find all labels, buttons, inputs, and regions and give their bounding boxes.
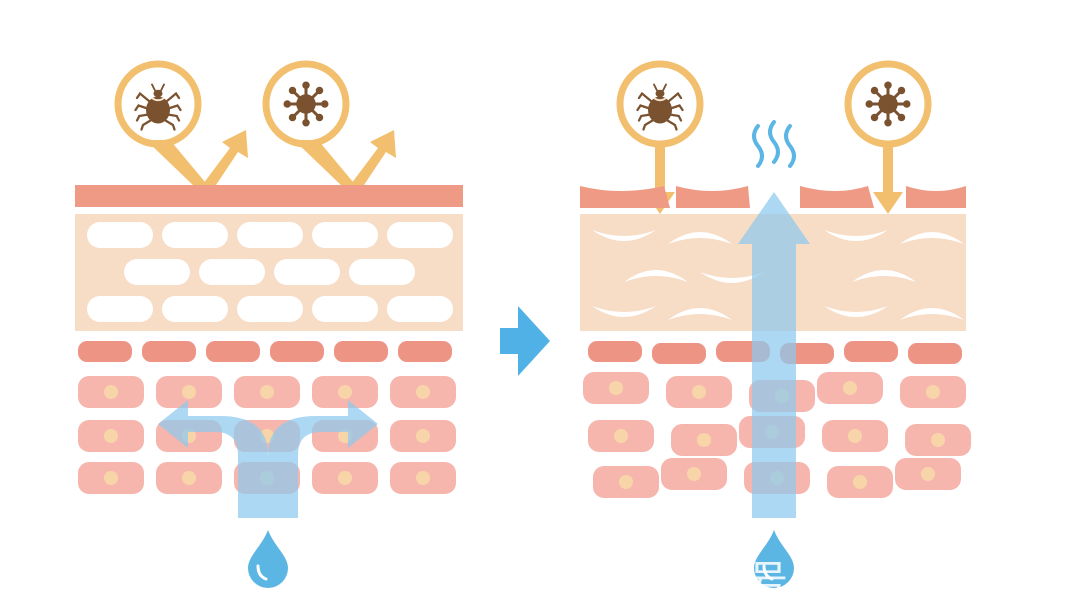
- basal-cell: [142, 341, 196, 362]
- basal-cell: [844, 341, 898, 362]
- virus-icon: [844, 60, 932, 214]
- cell-nucleus: [848, 429, 862, 443]
- cell-nucleus: [182, 385, 196, 399]
- corneocyte: [700, 272, 764, 283]
- corneocyte: [592, 230, 656, 241]
- cracked-surface-barrier: [580, 186, 966, 208]
- corneocyte: [87, 222, 153, 248]
- corneocyte: [237, 222, 303, 248]
- corneocyte: [592, 306, 656, 317]
- cell-nucleus: [416, 471, 430, 485]
- basal-cell: [652, 343, 706, 364]
- corneocyte: [87, 296, 153, 322]
- surface-barrier: [75, 185, 463, 207]
- cell-nucleus: [609, 381, 623, 395]
- cell-nucleus: [619, 475, 633, 489]
- corneocyte: [312, 222, 378, 248]
- water-spread-arrow: [158, 400, 378, 518]
- right-arrow-icon: [500, 306, 550, 376]
- corneocyte-cells: [87, 222, 453, 322]
- virus-icon: [262, 60, 358, 188]
- corneocyte: [852, 270, 916, 282]
- water-drop-icon: [248, 530, 288, 588]
- cell-nucleus: [104, 385, 118, 399]
- corneocyte: [824, 230, 888, 241]
- water-loss-arrow: [738, 192, 810, 518]
- cell-nucleus: [614, 429, 628, 443]
- cell-nucleus: [182, 471, 196, 485]
- corneocyte: [124, 259, 190, 285]
- basal-cell: [206, 341, 260, 362]
- corneocyte: [162, 296, 228, 322]
- basal-cell: [398, 341, 452, 362]
- epidermis-cells: [583, 341, 971, 498]
- basal-cell: [270, 341, 324, 362]
- corneocyte: [387, 296, 453, 322]
- mite-icon: [114, 60, 210, 188]
- cell-nucleus: [921, 467, 935, 481]
- damaged-skin-panel: [580, 60, 971, 588]
- cell-nucleus: [931, 433, 945, 447]
- corneocyte: [274, 259, 340, 285]
- healthy-skin-panel: [75, 60, 463, 588]
- water-drop-icon: [754, 530, 794, 588]
- corneocyte: [668, 308, 732, 320]
- cell-nucleus: [853, 475, 867, 489]
- cell-nucleus: [416, 429, 430, 443]
- cell-nucleus: [843, 381, 857, 395]
- cell-nucleus: [697, 433, 711, 447]
- cell-nucleus: [104, 429, 118, 443]
- basal-cell: [908, 343, 962, 364]
- cell-nucleus: [692, 385, 706, 399]
- vapor-waves-icon: [752, 120, 796, 168]
- corneocyte: [162, 222, 228, 248]
- corneocyte: [349, 259, 415, 285]
- deflect-arrow-icon: [200, 130, 396, 188]
- corneocyte: [824, 306, 888, 317]
- corneocyte: [900, 308, 964, 320]
- cell-nucleus: [338, 385, 352, 399]
- corneocyte: [668, 232, 732, 244]
- basal-cell: [78, 341, 132, 362]
- corneocyte: [387, 222, 453, 248]
- cell-nucleus: [338, 471, 352, 485]
- corneocyte: [900, 232, 964, 244]
- corneocyte: [199, 259, 265, 285]
- corneocyte: [624, 270, 688, 282]
- corneocyte-cells: [592, 230, 964, 320]
- cell-nucleus: [416, 385, 430, 399]
- basal-cell: [588, 341, 642, 362]
- corneocyte: [237, 296, 303, 322]
- cell-nucleus: [104, 471, 118, 485]
- cell-nucleus: [260, 385, 274, 399]
- cell-nucleus: [687, 467, 701, 481]
- basal-cell: [334, 341, 388, 362]
- cell-nucleus: [926, 385, 940, 399]
- corneocyte: [312, 296, 378, 322]
- watermark-text: 号: [748, 558, 790, 604]
